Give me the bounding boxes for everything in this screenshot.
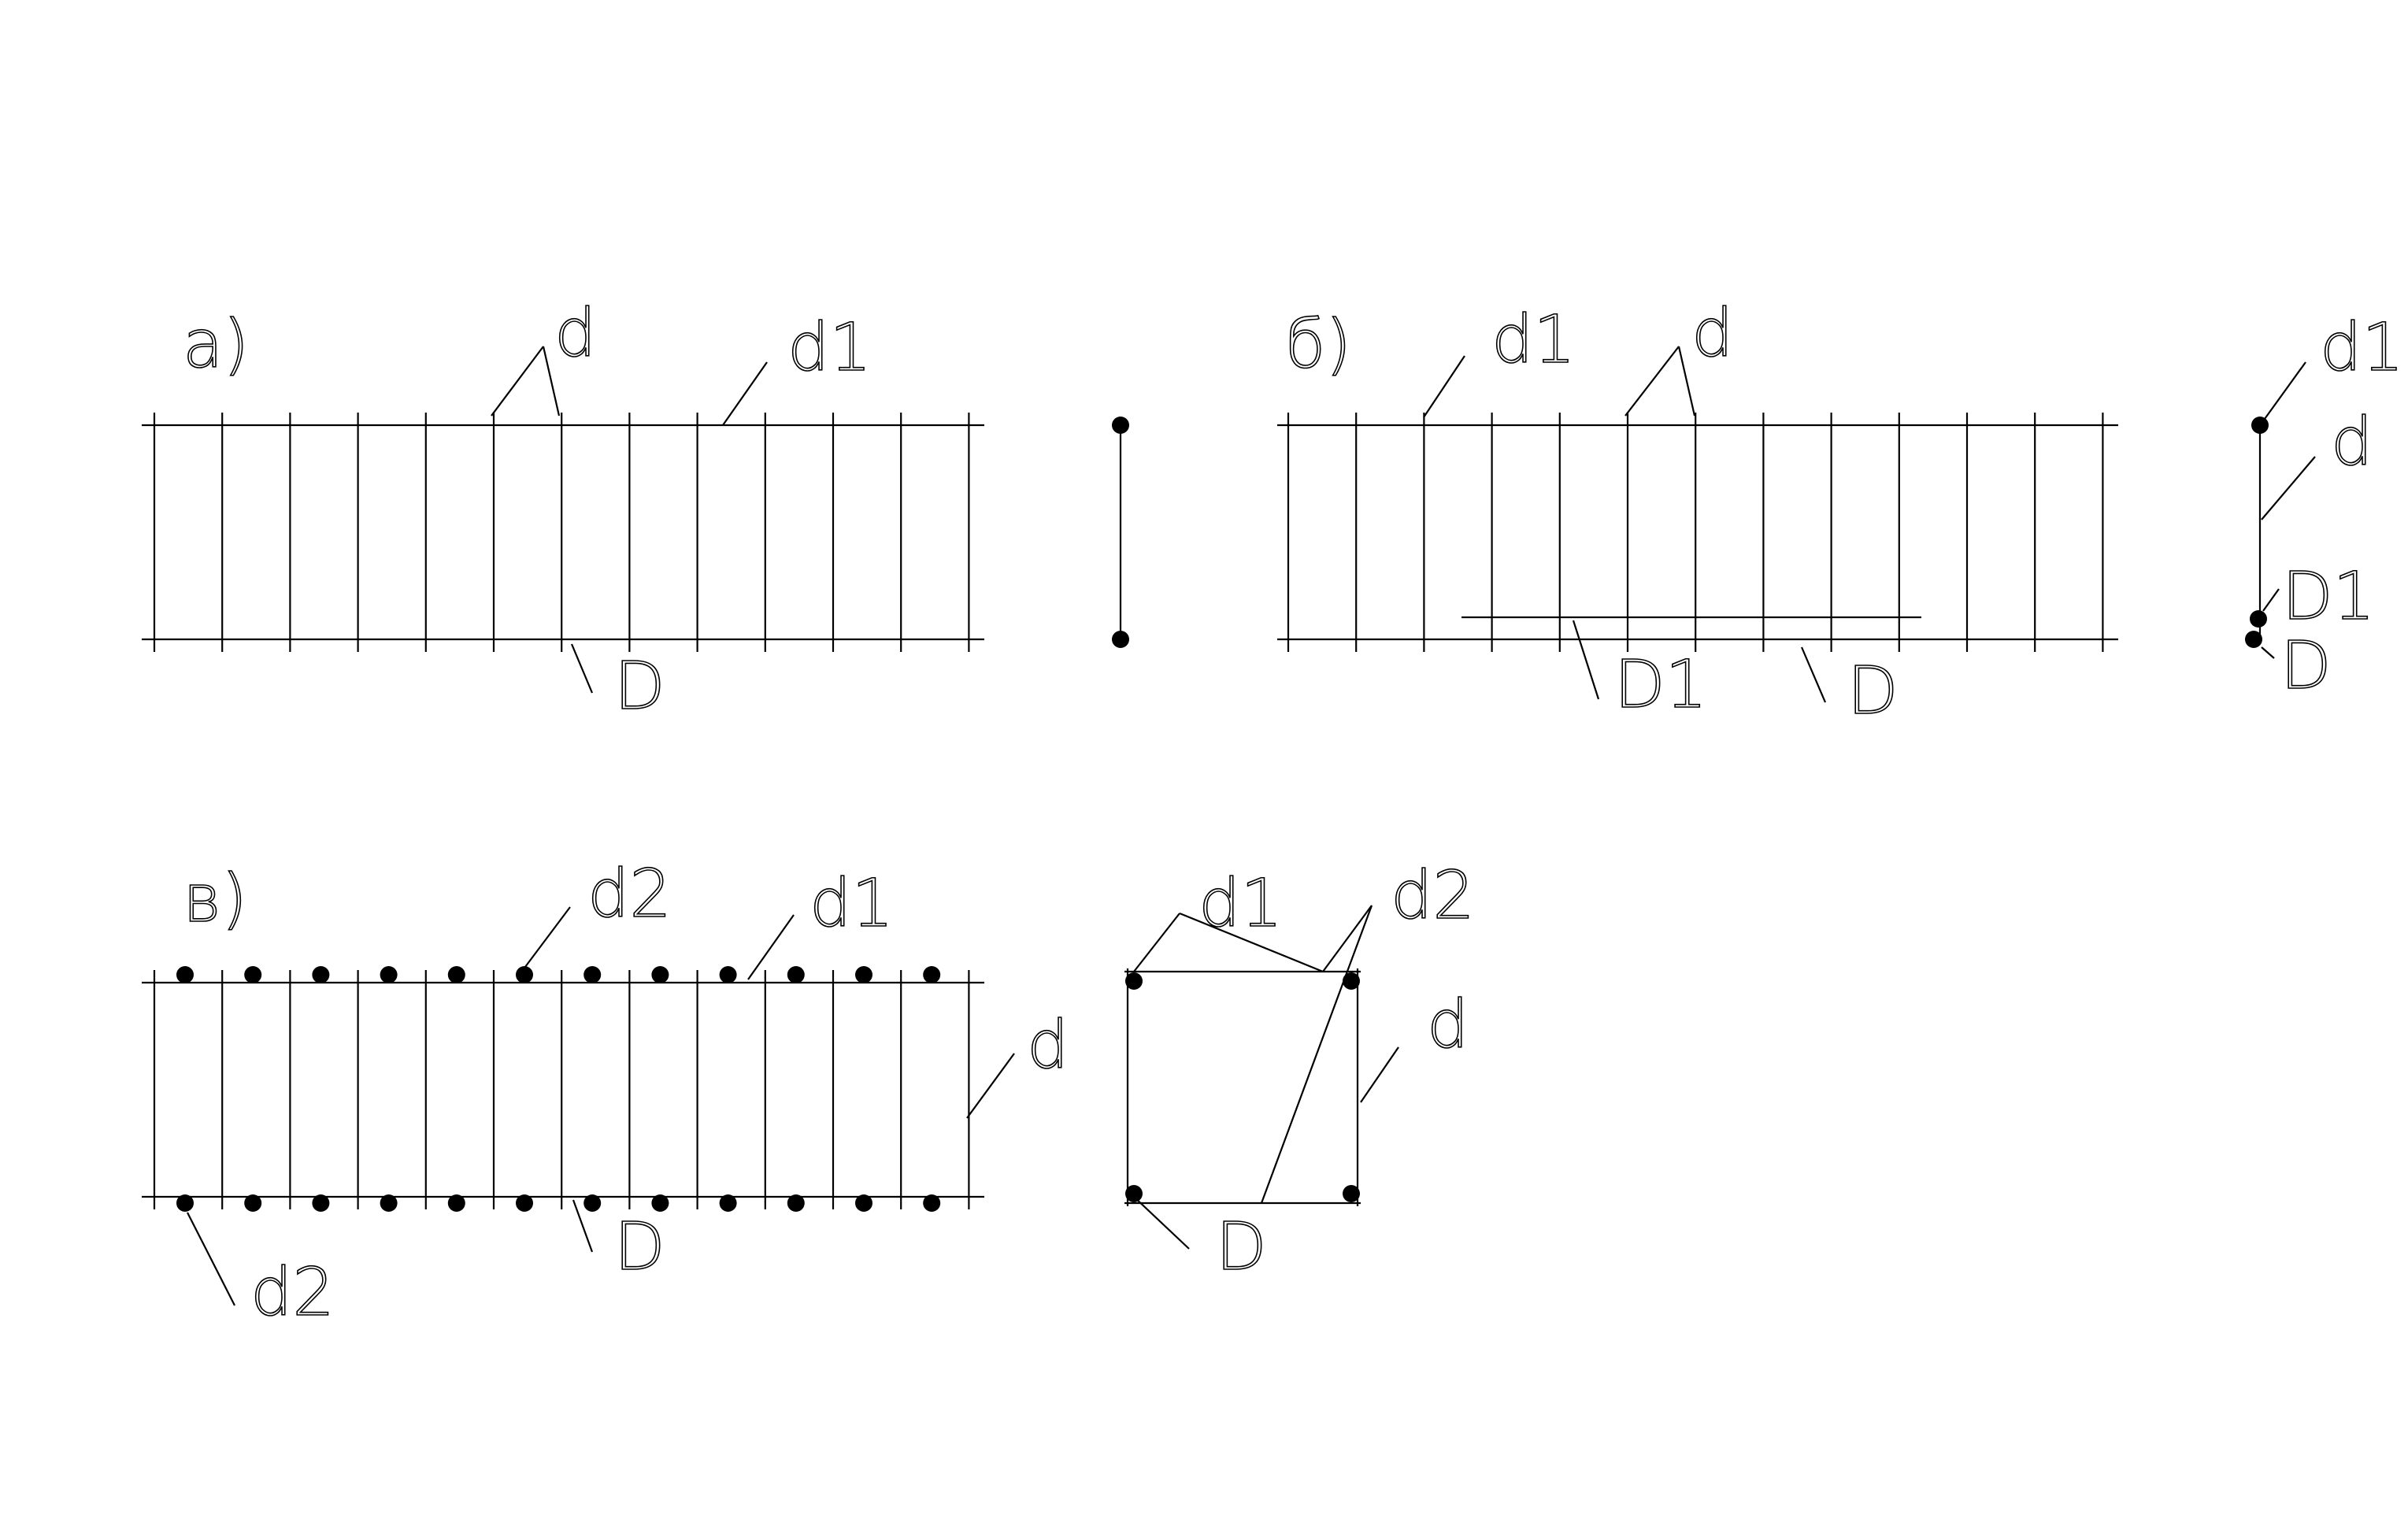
c-section-leader-d2-b bbox=[1260, 905, 1373, 1204]
a-section-top-bar bbox=[1112, 417, 1129, 434]
label-c-section-transverse-bar: d bbox=[1427, 986, 1469, 1063]
c-top-bar bbox=[312, 966, 330, 983]
label-c-distribution-bar: d1 bbox=[809, 865, 894, 942]
b-section-leader-main bbox=[2261, 646, 2275, 659]
b-section-leader-extra bbox=[2262, 588, 2280, 612]
c-bottom-bar bbox=[516, 1194, 533, 1212]
c-section-bar-bl bbox=[1125, 1185, 1143, 1202]
caption-a: а) bbox=[183, 305, 249, 383]
c-leader-main bbox=[572, 1199, 594, 1253]
c-bottom-bar bbox=[855, 1194, 872, 1212]
label-b-main-bar: D bbox=[1847, 652, 1899, 729]
label-c-top-bar: d2 bbox=[587, 855, 672, 932]
c-bottom-bar bbox=[244, 1194, 262, 1212]
a-leader-d-right bbox=[542, 346, 561, 417]
c-section-leader-d1-right bbox=[1179, 912, 1324, 973]
c-top-bar bbox=[855, 966, 872, 983]
label-a-main-bar: D bbox=[614, 647, 665, 724]
c-top-bar bbox=[516, 966, 533, 983]
c-top-bar bbox=[583, 966, 602, 983]
b-leader-d-right bbox=[1677, 346, 1696, 417]
label-a-transverse-bar: d bbox=[554, 294, 596, 372]
c-bottom-bar bbox=[176, 1194, 194, 1212]
c-bottom-bar bbox=[787, 1194, 805, 1212]
label-c-bottom-bar: d2 bbox=[250, 1253, 335, 1331]
c-bottom-bar bbox=[583, 1194, 602, 1212]
label-c-section-top-bar: d2 bbox=[1391, 857, 1475, 934]
label-c-transverse-bar: d bbox=[1027, 1006, 1069, 1083]
c-top-bar bbox=[447, 966, 465, 983]
c-section-bar-br bbox=[1343, 1185, 1360, 1202]
c-section-bar-tr bbox=[1343, 972, 1360, 990]
c-top-bar bbox=[176, 966, 194, 983]
label-c-section-distribution-bar: d1 bbox=[1198, 865, 1283, 942]
b-section-leader-d bbox=[2261, 456, 2316, 520]
label-c-section-main-bar: D bbox=[1216, 1208, 1267, 1285]
c-bottom-bar bbox=[447, 1194, 465, 1212]
diagram-geometry bbox=[142, 346, 2316, 1306]
b-section-leader-d1 bbox=[2264, 361, 2306, 420]
c-top-bar bbox=[651, 966, 669, 983]
c-leader-d1 bbox=[747, 914, 795, 980]
label-b-section-extra-bar: D1 bbox=[2282, 557, 2375, 635]
c-section-leader-d bbox=[1360, 1046, 1399, 1103]
c-leader-d bbox=[966, 1053, 1015, 1119]
c-bottom-bar bbox=[312, 1194, 330, 1212]
b-leader-extra bbox=[1572, 620, 1600, 700]
b-leader-d1 bbox=[1423, 355, 1465, 418]
label-a-distribution-bar: d1 bbox=[787, 309, 872, 386]
a-leader-d-left bbox=[491, 346, 544, 417]
caption-c: в) bbox=[183, 860, 247, 937]
c-bottom-bar bbox=[719, 1194, 737, 1212]
c-top-bar bbox=[719, 966, 737, 983]
c-bottom-bar bbox=[923, 1194, 941, 1212]
b-section-bottom-bar bbox=[2245, 631, 2262, 648]
label-b-section-transverse-bar: d bbox=[2331, 403, 2373, 480]
c-top-bar bbox=[244, 966, 262, 983]
b-leader-main bbox=[1800, 646, 1827, 703]
caption-b: б) bbox=[1285, 305, 1351, 383]
a-section-bottom-bar bbox=[1112, 631, 1129, 648]
label-b-transverse-bar: d bbox=[1691, 294, 1733, 372]
b-leader-d-left bbox=[1624, 346, 1680, 417]
c-leader-top bbox=[522, 906, 571, 971]
c-top-bar bbox=[923, 966, 941, 983]
label-c-main-bar: D bbox=[614, 1208, 665, 1285]
label-b-section-distribution-bar: d1 bbox=[2320, 309, 2404, 386]
c-section-leader-main bbox=[1133, 1196, 1190, 1250]
c-bottom-bar bbox=[380, 1194, 398, 1212]
c-section-leader-d1-left bbox=[1133, 913, 1180, 972]
c-leader-bottom bbox=[187, 1212, 235, 1306]
c-top-bar bbox=[380, 966, 398, 983]
a-leader-d1 bbox=[722, 361, 768, 426]
label-b-distribution-bar: d1 bbox=[1491, 301, 1576, 378]
c-top-bar bbox=[787, 966, 805, 983]
b-section-extra-bar bbox=[2250, 610, 2267, 628]
b-section-top-bar bbox=[2251, 417, 2269, 434]
c-bottom-bar bbox=[651, 1194, 669, 1212]
c-section-bar-tl bbox=[1125, 972, 1143, 990]
label-b-section-main-bar: D bbox=[2280, 627, 2332, 704]
a-leader-main bbox=[570, 643, 594, 694]
c-section-leader-d2-a bbox=[1322, 905, 1373, 972]
label-b-extra-bar: D1 bbox=[1614, 646, 1707, 723]
